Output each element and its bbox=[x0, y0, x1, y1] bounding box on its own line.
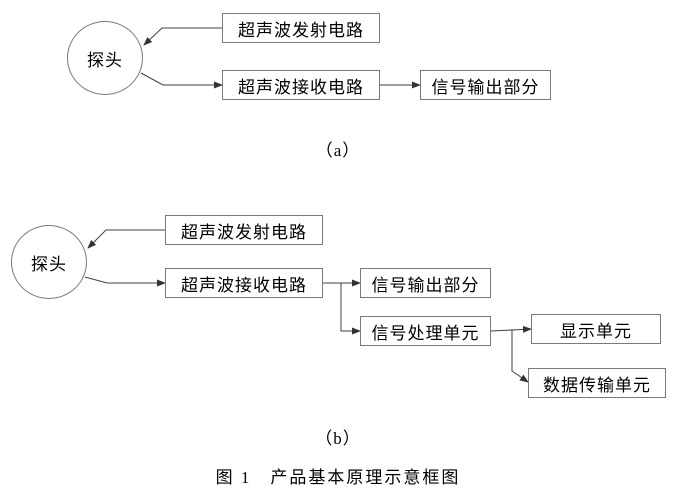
signal-output-box-b: 信号输出部分 bbox=[360, 268, 491, 298]
sublabel-a: （a） bbox=[315, 141, 361, 160]
receive-circuit-box-a: 超声波接收电路 bbox=[222, 70, 380, 100]
probe-node-b: 探头 bbox=[11, 225, 87, 299]
transmit-circuit-box-b: 超声波发射电路 bbox=[165, 215, 323, 245]
signal-output-box-a: 信号输出部分 bbox=[420, 70, 551, 100]
figure-caption: 图 1 产品基本原理示意框图 bbox=[215, 468, 461, 487]
b-arrow-probe-to-receive bbox=[84, 276, 166, 287]
a-arrow-transmit-to-probe bbox=[143, 27, 222, 46]
b-arrow-transmit-to-probe bbox=[87, 229, 165, 249]
data-transfer-unit-box-b: 数据传输单元 bbox=[528, 368, 666, 398]
b-arrow-processing-to-display bbox=[490, 325, 532, 333]
sublabel-b: （b） bbox=[315, 429, 361, 448]
receive-circuit-box-b: 超声波接收电路 bbox=[165, 268, 323, 298]
b-arrow-processing-to-datatransfer bbox=[511, 330, 529, 383]
b-arrow-receive-to-processing bbox=[340, 283, 361, 335]
display-unit-box-b: 显示单元 bbox=[531, 314, 661, 344]
probe-node-a: 探头 bbox=[67, 21, 143, 95]
signal-processing-box-b: 信号处理单元 bbox=[360, 316, 491, 346]
a-arrow-probe-to-receive bbox=[140, 72, 223, 89]
transmit-circuit-box-a: 超声波发射电路 bbox=[222, 13, 380, 43]
